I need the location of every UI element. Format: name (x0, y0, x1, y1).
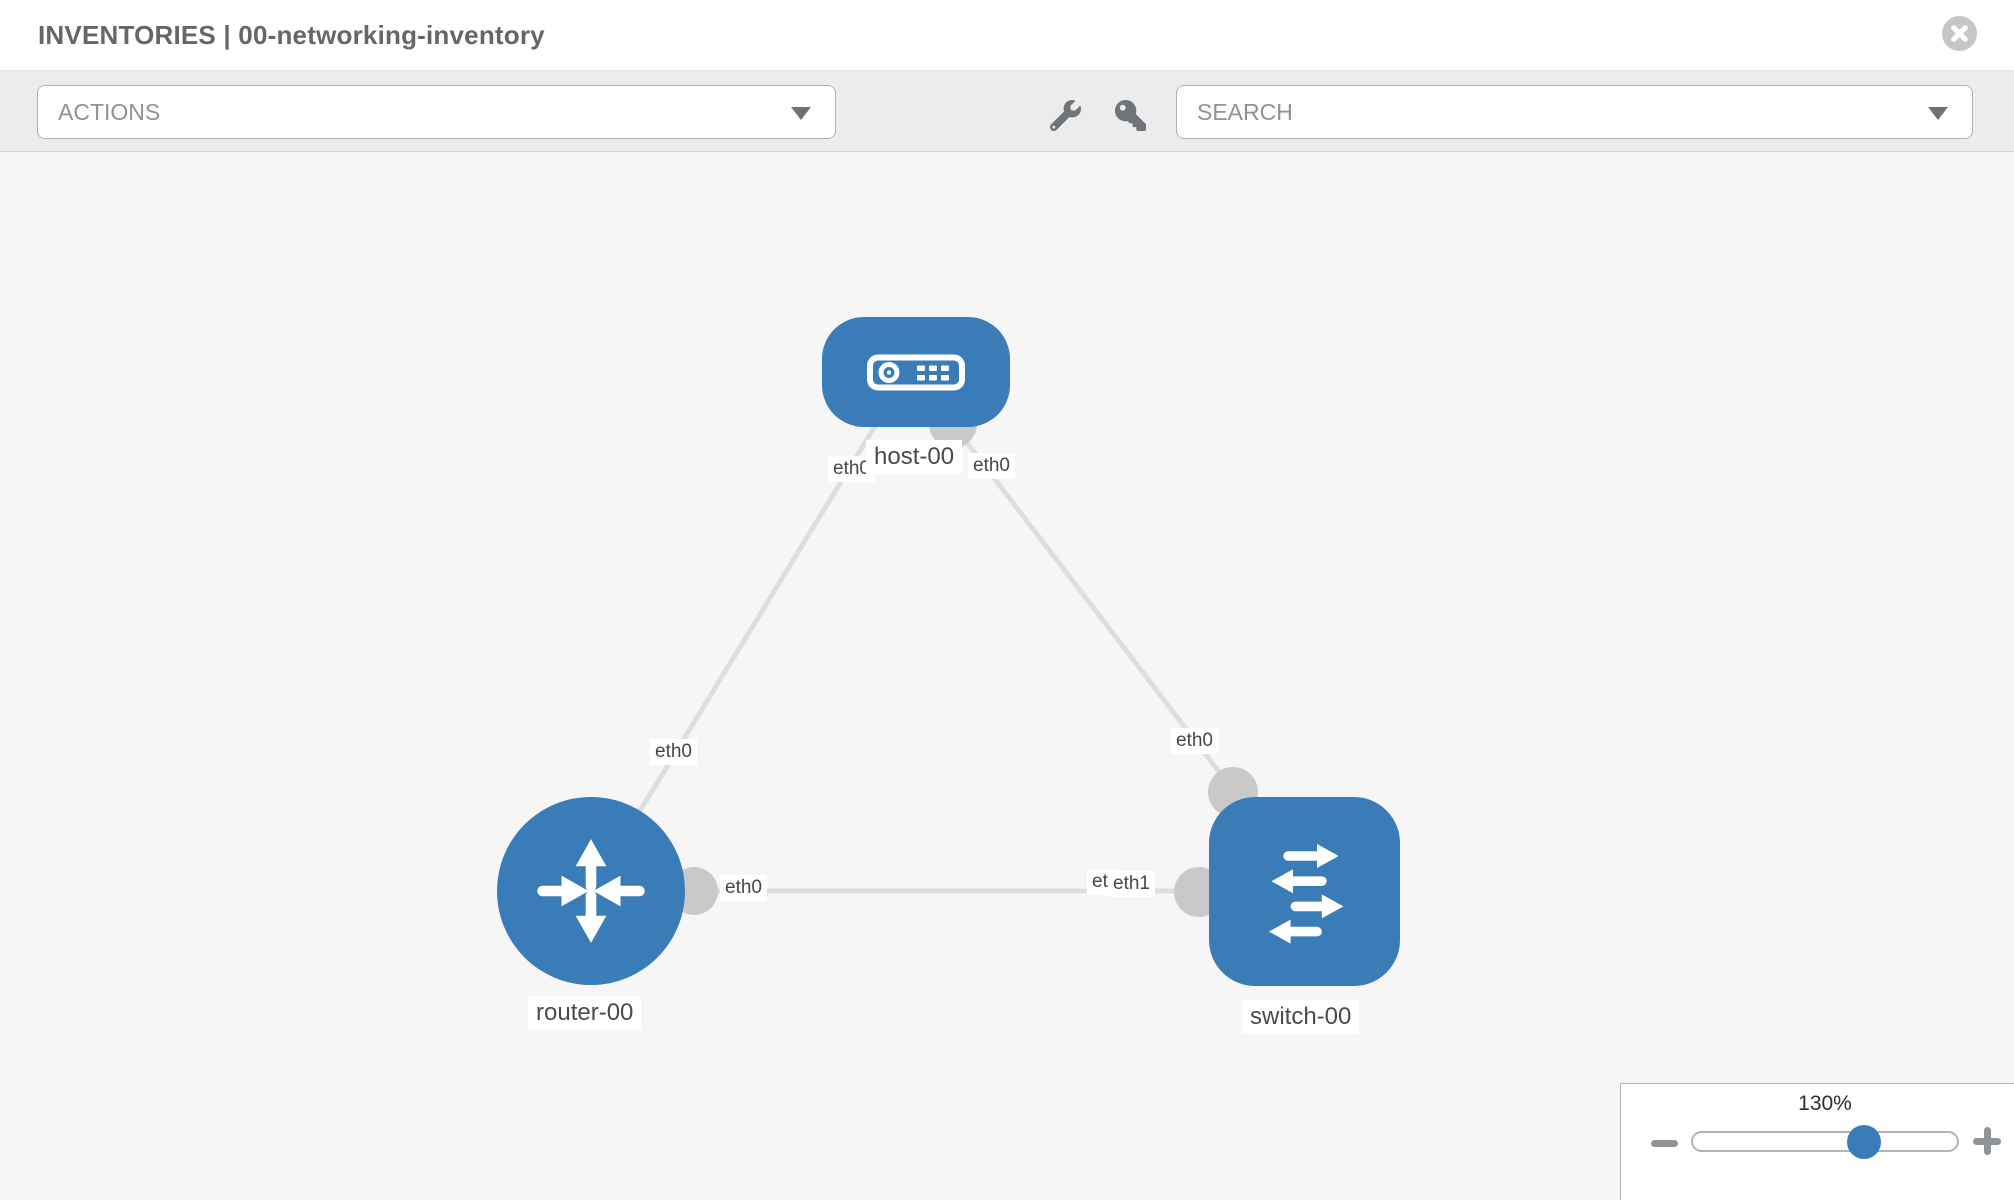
topology-canvas[interactable]: eth0 eth0 eth0 eth0 eth0 et eth1 host-00… (0, 152, 2014, 1200)
topology-links-layer (588, 400, 1258, 917)
toolbar: ACTIONS SEARCH (0, 71, 2014, 152)
header: INVENTORIES | 00-networking-inventory (0, 0, 2014, 71)
interface-label: eth0 (720, 875, 767, 901)
node-router-00[interactable] (497, 797, 685, 985)
plus-icon (1973, 1138, 2001, 1145)
search-dropdown-label: SEARCH (1197, 98, 1293, 125)
node-switch-00[interactable] (1209, 797, 1400, 986)
zoom-in-button[interactable] (1973, 1127, 2001, 1155)
chevron-down-icon (1928, 107, 1948, 120)
zoom-out-button[interactable] (1651, 1140, 1678, 1147)
page-title: INVENTORIES | 00-networking-inventory (38, 20, 545, 50)
actions-dropdown-label: ACTIONS (58, 98, 161, 125)
zoom-level-value: 130% (1798, 1092, 1852, 1115)
close-button[interactable] (1942, 16, 1977, 51)
router-arrows-icon (537, 839, 645, 943)
interface-label: eth0 (1171, 728, 1218, 754)
zoom-control-panel: 130% (1620, 1083, 2014, 1200)
chevron-down-icon (791, 107, 811, 120)
credentials-button[interactable] (1113, 98, 1147, 132)
wrench-icon (1049, 99, 1081, 131)
search-dropdown[interactable]: SEARCH (1176, 85, 1973, 139)
configure-button[interactable] (1048, 98, 1082, 132)
key-icon (1114, 99, 1146, 131)
zoom-slider-thumb[interactable] (1847, 1125, 1881, 1159)
actions-dropdown[interactable]: ACTIONS (37, 85, 836, 139)
host-device-icon (867, 354, 965, 390)
interface-label: eth0 (968, 453, 1015, 479)
zoom-slider-track[interactable] (1691, 1131, 1959, 1152)
node-label-switch: switch-00 (1242, 1000, 1360, 1034)
node-label-router: router-00 (528, 996, 642, 1030)
node-label-host: host-00 (866, 440, 963, 474)
interface-label: eth1 (1108, 871, 1155, 897)
close-icon (1951, 25, 1968, 42)
interface-label: eth0 (650, 739, 697, 765)
node-host-00[interactable] (822, 317, 1010, 427)
switch-arrows-icon (1268, 843, 1343, 944)
